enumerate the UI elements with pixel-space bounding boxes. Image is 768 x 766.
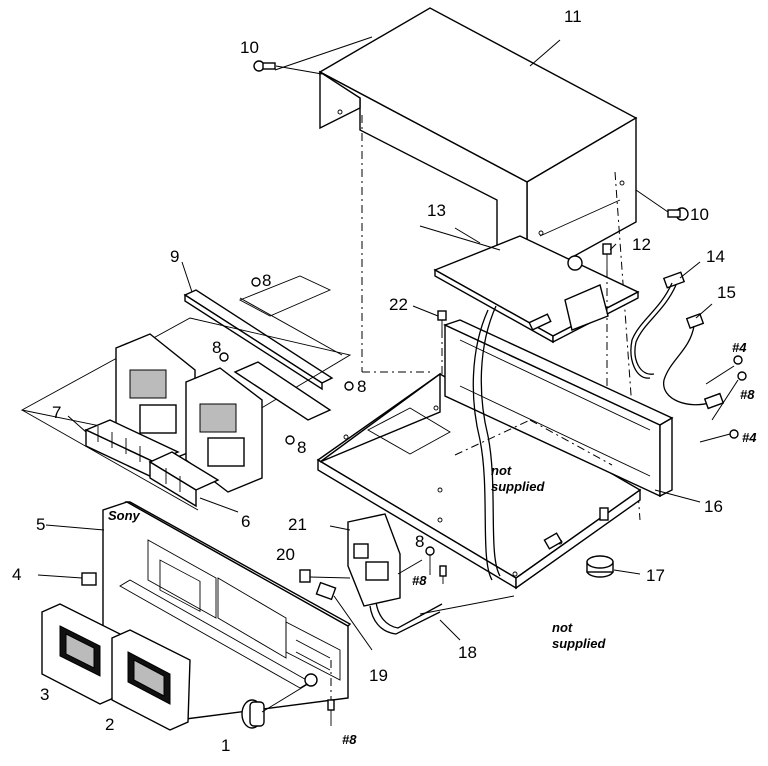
label-5: 5 — [36, 515, 45, 534]
top-cover — [318, 7, 641, 521]
label-15: 15 — [717, 283, 736, 302]
label-1: 1 — [221, 736, 230, 755]
label-8a: 8 — [262, 271, 271, 290]
label-8d: 8 — [297, 438, 306, 457]
label-8b: 8 — [212, 338, 221, 357]
label-7: 7 — [52, 403, 61, 422]
ribbon-cable-18 — [369, 305, 515, 641]
label-17: 17 — [646, 566, 665, 585]
screw-label-8b: #8 — [412, 573, 427, 588]
note-not-supplied-2-line1: not — [552, 620, 573, 635]
screw-label-8c: #8 — [342, 732, 357, 747]
part-labels: 1 2 3 4 5 6 7 8 8 8 8 8 9 10 10 11 12 13… — [12, 7, 757, 755]
switch-board-21 — [299, 513, 447, 726]
cable-14 — [630, 271, 686, 379]
label-18: 18 — [458, 643, 477, 662]
screw-label-8a: #8 — [740, 387, 755, 402]
cable-15 — [663, 313, 725, 410]
label-3: 3 — [40, 685, 49, 704]
label-22: 22 — [389, 295, 408, 314]
label-6: 6 — [241, 512, 250, 531]
label-8e: 8 — [415, 532, 424, 551]
screw-label-4a: #4 — [732, 340, 747, 355]
note-not-supplied-1-line2: supplied — [491, 479, 546, 494]
label-12: 12 — [632, 235, 651, 254]
label-14: 14 — [706, 247, 725, 266]
label-20: 20 — [276, 545, 295, 564]
label-11: 11 — [564, 7, 582, 26]
chassis — [316, 319, 701, 590]
label-19: 19 — [369, 666, 388, 685]
label-4: 4 — [12, 565, 21, 584]
screw-10-left — [253, 36, 373, 75]
foot-17 — [586, 555, 641, 578]
label-21: 21 — [288, 515, 307, 534]
tape-mechanism — [20, 277, 354, 513]
screw-label-4b: #4 — [742, 430, 757, 445]
leader-lines — [181, 39, 713, 531]
cassette-door-2 — [111, 629, 191, 731]
screw-10-right — [635, 189, 689, 221]
brand-logo: Sony — [108, 508, 141, 523]
note-not-supplied-1-line1: not — [491, 463, 512, 478]
label-13: 13 — [427, 201, 446, 220]
label-2: 2 — [105, 715, 114, 734]
label-16: 16 — [704, 497, 723, 516]
note-not-supplied-2-line2: supplied — [552, 636, 607, 651]
label-8c: 8 — [357, 377, 366, 396]
label-9: 9 — [170, 247, 179, 266]
label-10a: 10 — [240, 38, 259, 57]
label-10b: 10 — [690, 205, 709, 224]
cassette-door-3 — [41, 603, 121, 705]
side-screws — [699, 355, 747, 443]
knob-1 — [241, 683, 309, 729]
